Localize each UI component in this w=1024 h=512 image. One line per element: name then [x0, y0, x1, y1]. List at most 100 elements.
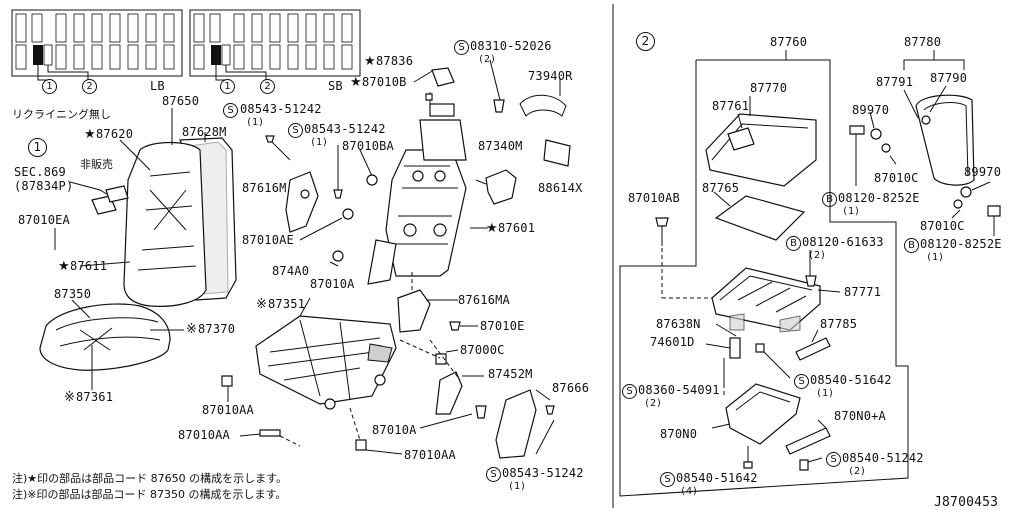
label-87010c-1: 87010C — [874, 171, 919, 185]
label-87010ea: 87010EA — [18, 213, 70, 227]
label-08543-b: 08543-51242 — [304, 122, 386, 136]
label-73940r: 73940R — [528, 69, 573, 83]
label-74601d: 74601D — [650, 335, 695, 349]
assembly-outline — [619, 59, 909, 497]
label-87616m: 87616M — [242, 181, 287, 195]
label-87000c: 87000C — [460, 343, 505, 357]
seat-cushion-frame-part — [255, 315, 397, 410]
label-87836: 87836 — [376, 54, 414, 68]
label-87361: 87361 — [76, 390, 114, 404]
footnote-star: 注)★印の部品は部品コード 87650 の構成を示します。 — [12, 472, 288, 485]
label-89970-1: 89970 — [852, 103, 890, 117]
label-87010e: 87010E — [480, 319, 525, 333]
label-87010ae: 87010AE — [242, 233, 294, 247]
kome-marker: ※ — [256, 297, 267, 312]
s-circle-icon: S — [660, 472, 675, 487]
label-08120-b: 08120-8252E — [920, 237, 1002, 251]
not-sold-note: 非販売 — [80, 158, 113, 171]
kome-marker: ※ — [186, 322, 197, 337]
label-08540-b: 08540-51242 — [842, 451, 924, 465]
label-sec869-ref: (87834P) — [14, 179, 74, 193]
label-870n0: 870N0 — [660, 427, 698, 441]
label-87616ma: 87616MA — [458, 293, 510, 307]
model-grid-lb — [11, 9, 183, 81]
label-87790: 87790 — [930, 71, 968, 85]
label-08543-a: 08543-51242 — [240, 102, 322, 116]
label-874a0: 874A0 — [272, 264, 310, 278]
section-marker-2: 2 — [636, 32, 655, 51]
label-87350: 87350 — [54, 287, 92, 301]
b-circle-icon: B — [786, 236, 801, 251]
variant-label-sb: SB — [328, 79, 343, 93]
model-grid-sb — [189, 9, 361, 81]
qty-08360: (2) — [644, 398, 663, 409]
kome-marker: ※ — [64, 390, 75, 405]
label-87770: 87770 — [750, 81, 788, 95]
qty-08540-c: (4) — [680, 486, 699, 497]
label-87010b: 87010B — [362, 75, 407, 89]
label-87010ba: 87010BA — [342, 139, 394, 153]
label-08120-c: 08120-61633 — [802, 235, 884, 249]
label-87010aa-2: 87010AA — [178, 428, 230, 442]
label-87370: 87370 — [198, 322, 236, 336]
s-circle-icon: S — [622, 384, 637, 399]
qty-08120-b: (1) — [926, 252, 945, 263]
label-08540-c: 08540-51642 — [676, 471, 758, 485]
headrest-part — [915, 94, 975, 186]
qty-08120-a: (1) — [842, 206, 861, 217]
star-marker: ★ — [364, 54, 376, 69]
label-08360: 08360-54091 — [638, 383, 720, 397]
grid-callout-2a: 2 — [82, 79, 97, 94]
console-tray-part — [725, 383, 801, 445]
label-87650: 87650 — [162, 94, 200, 108]
diagram-id: J8700453 — [934, 495, 999, 510]
b-circle-icon: B — [904, 238, 919, 253]
s-circle-icon: S — [288, 123, 303, 138]
label-87601: 87601 — [498, 221, 536, 235]
label-08540-a: 08540-51642 — [810, 373, 892, 387]
qty-08543-c: (1) — [508, 481, 527, 492]
section-marker-1: 1 — [28, 138, 47, 157]
label-87628m: 87628M — [182, 125, 227, 139]
footnote-kome: 注)※印の部品は部品コード 87350 の構成を示します。 — [12, 488, 287, 501]
label-87791: 87791 — [876, 75, 914, 89]
label-87010a-2: 87010A — [372, 423, 417, 437]
variant-label-lb: LB — [150, 79, 165, 93]
star-marker: ★ — [350, 75, 362, 90]
grid-callout-2b: 2 — [260, 79, 275, 94]
label-87351: 87351 — [268, 297, 306, 311]
s-circle-icon: S — [223, 103, 238, 118]
label-87780: 87780 — [904, 35, 942, 49]
label-87010c-2: 87010C — [920, 219, 965, 233]
seat-back-frame-part — [367, 103, 467, 285]
qty-08120-c: (2) — [808, 250, 827, 261]
console-base-part — [711, 267, 821, 333]
label-87620: 87620 — [96, 127, 134, 141]
label-87010aa-1: 87010AA — [202, 403, 254, 417]
qty-08543-a: (1) — [246, 117, 265, 128]
s-circle-icon: S — [454, 40, 469, 55]
seat-cushion-part — [39, 303, 171, 371]
label-87340m: 87340M — [478, 139, 523, 153]
label-08310: 08310-52026 — [470, 39, 552, 53]
star-marker: ★ — [486, 221, 498, 236]
qty-08310: (2) — [478, 54, 497, 65]
label-08120-a: 08120-8252E — [838, 191, 920, 205]
label-87761: 87761 — [712, 99, 750, 113]
label-87638n: 87638N — [656, 317, 701, 331]
console-lid-part — [705, 113, 817, 187]
label-87611: 87611 — [70, 259, 108, 273]
star-marker: ★ — [84, 127, 96, 142]
label-87785: 87785 — [820, 317, 858, 331]
label-87765: 87765 — [702, 181, 740, 195]
label-87666: 87666 — [552, 381, 590, 395]
label-87760: 87760 — [770, 35, 808, 49]
grid-callout-1a: 1 — [42, 79, 57, 94]
label-87452m: 87452M — [488, 367, 533, 381]
qty-08540-b: (2) — [848, 466, 867, 477]
qty-08543-b: (1) — [310, 137, 329, 148]
b-circle-icon: B — [822, 192, 837, 207]
s-circle-icon: S — [486, 467, 501, 482]
